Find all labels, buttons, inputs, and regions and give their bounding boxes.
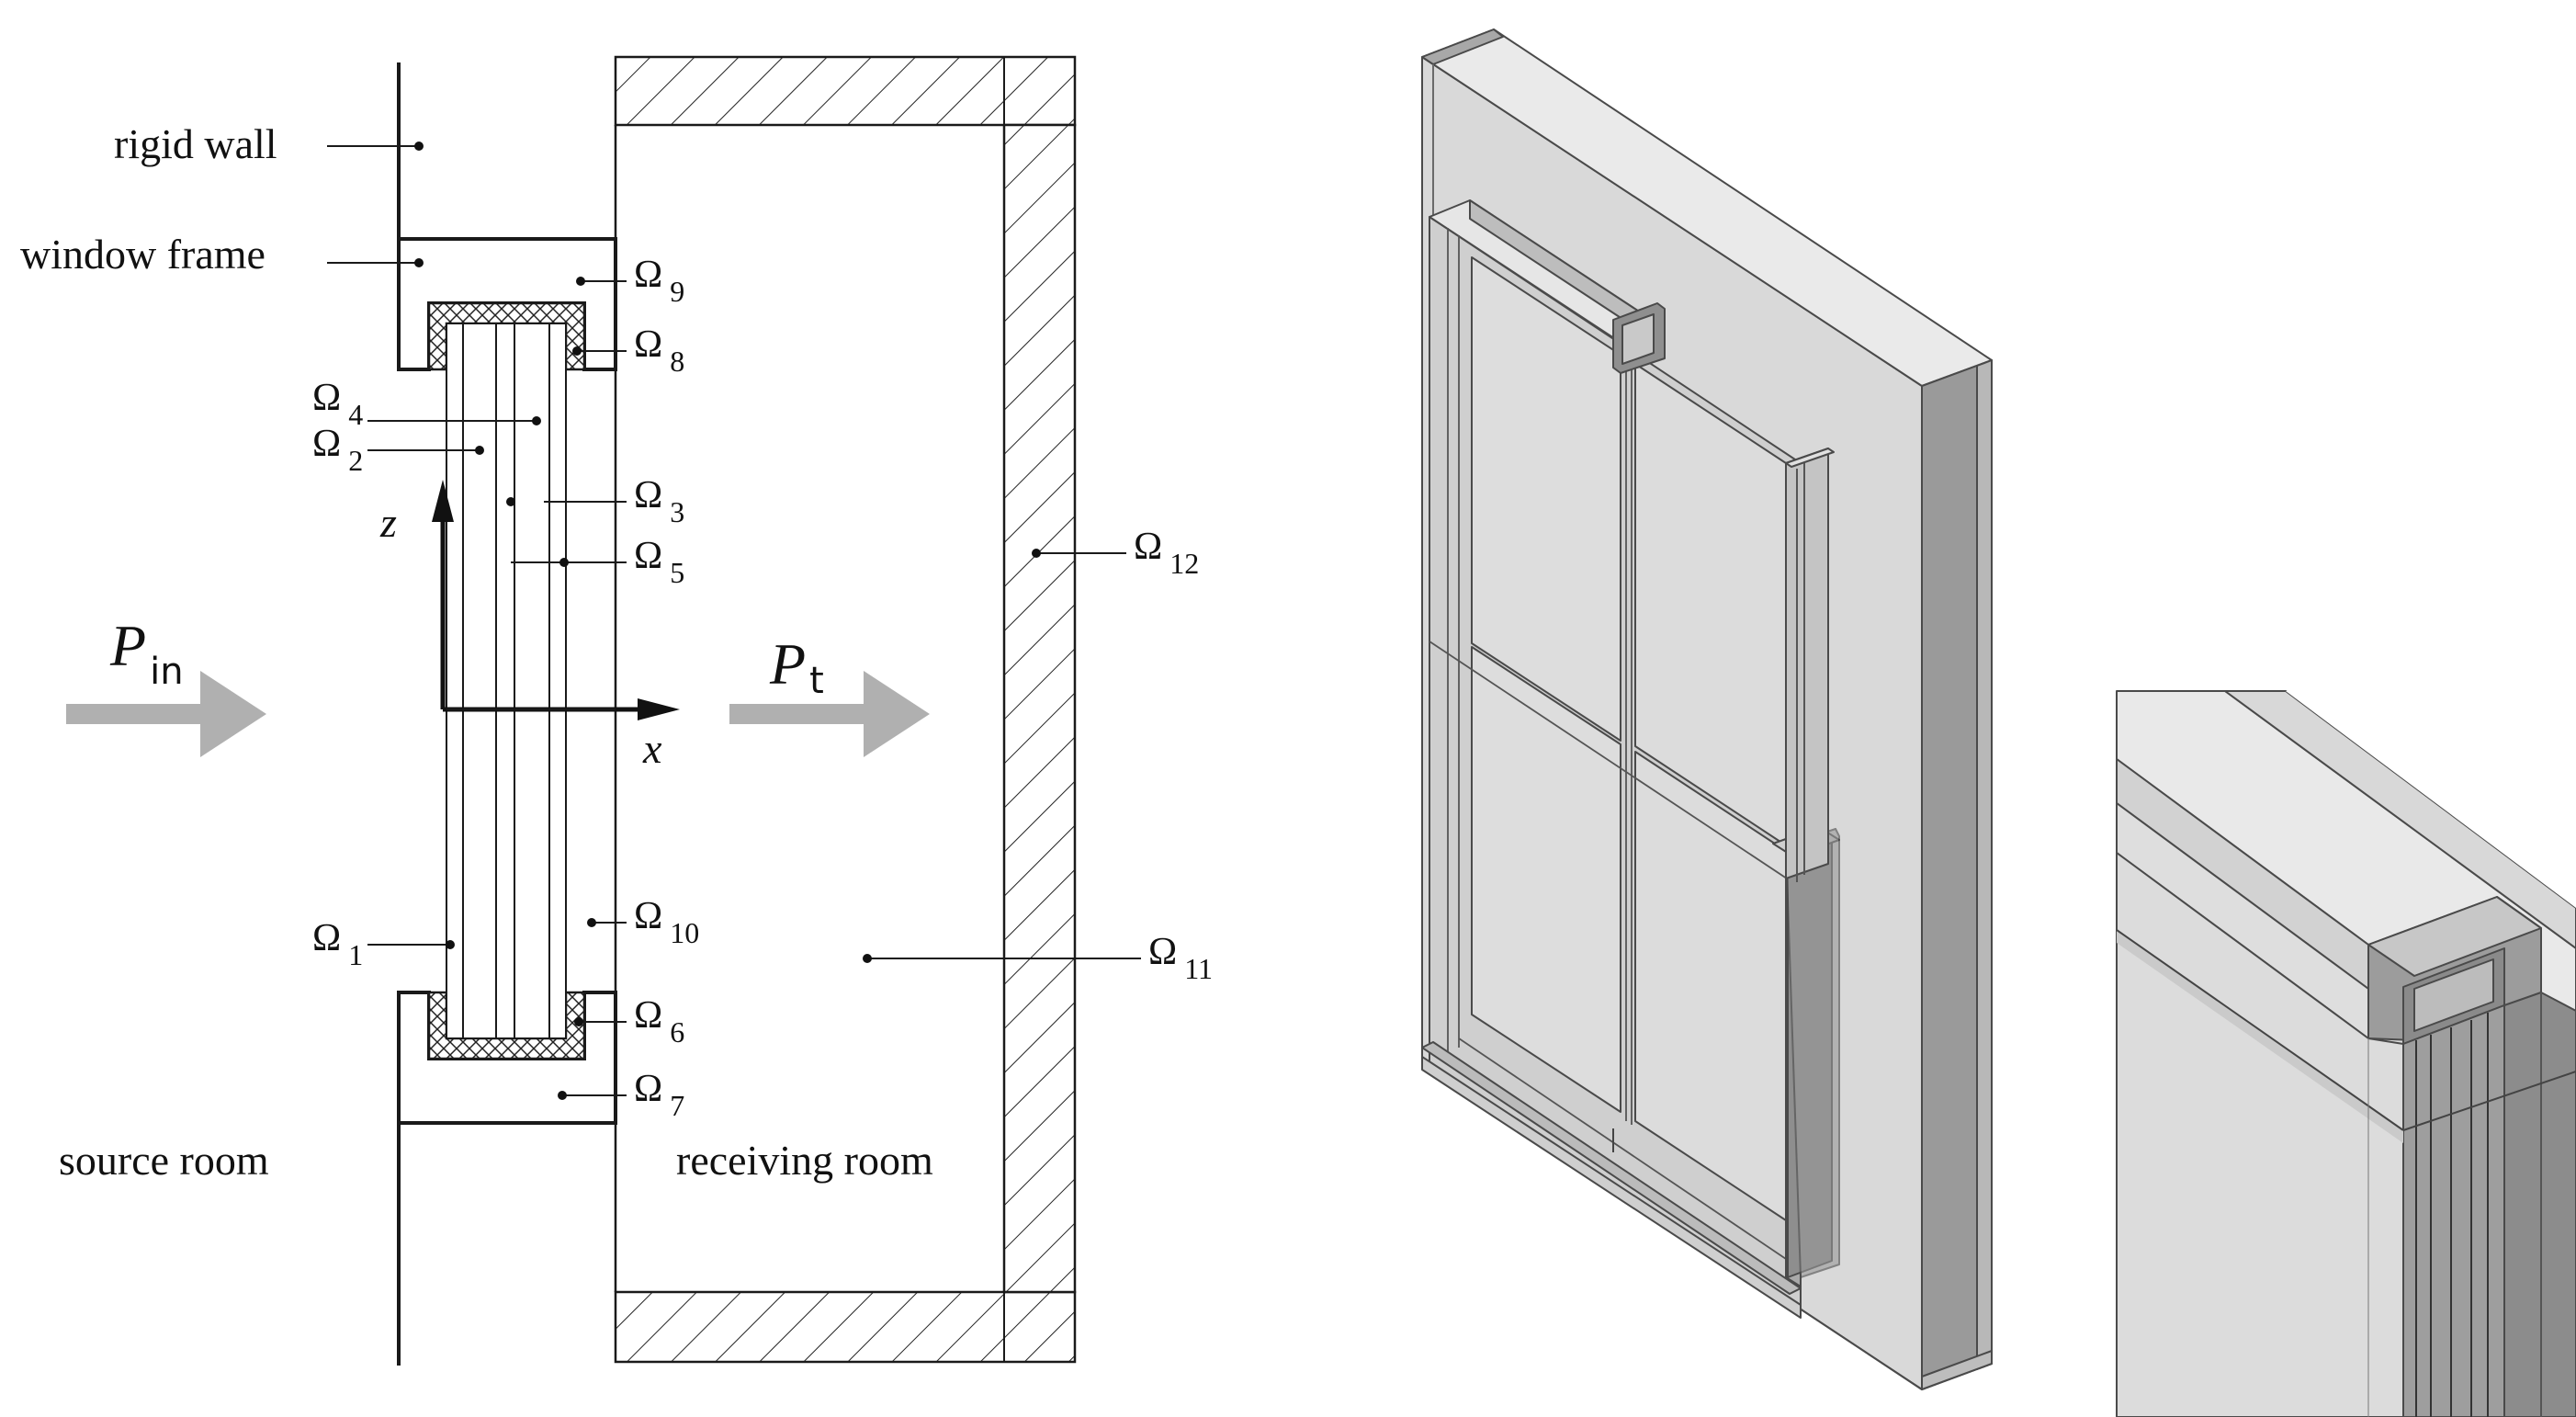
glass-pane-lower-left bbox=[1471, 646, 1621, 1113]
leader-dots bbox=[414, 142, 1041, 1100]
detail-glazing-stack bbox=[2402, 1004, 2505, 1417]
incident-arrow bbox=[66, 671, 266, 757]
hatched-wall-right bbox=[1002, 123, 1077, 1294]
transmitted-arrow bbox=[729, 671, 930, 757]
receiving-room-label: receiving room bbox=[676, 1137, 933, 1184]
window-3d-render bbox=[1421, 28, 1993, 1390]
glazing-layers bbox=[446, 323, 567, 1039]
label-leaders bbox=[327, 145, 1141, 1096]
receiving-room-walls bbox=[614, 55, 1077, 1364]
x-axis-label: x bbox=[642, 725, 662, 772]
source-room-label: source room bbox=[59, 1137, 269, 1184]
window-frame-label: window frame bbox=[20, 231, 266, 278]
corner-detail-render bbox=[2116, 690, 2576, 1417]
z-axis-label: z bbox=[379, 499, 397, 546]
hatched-wall-top bbox=[614, 55, 1077, 127]
coordinate-axes bbox=[432, 480, 680, 720]
glass-pane-upper-left bbox=[1471, 256, 1621, 742]
rigid-wall-label: rigid wall bbox=[114, 120, 277, 167]
hatched-wall-bottom bbox=[614, 1290, 1077, 1364]
